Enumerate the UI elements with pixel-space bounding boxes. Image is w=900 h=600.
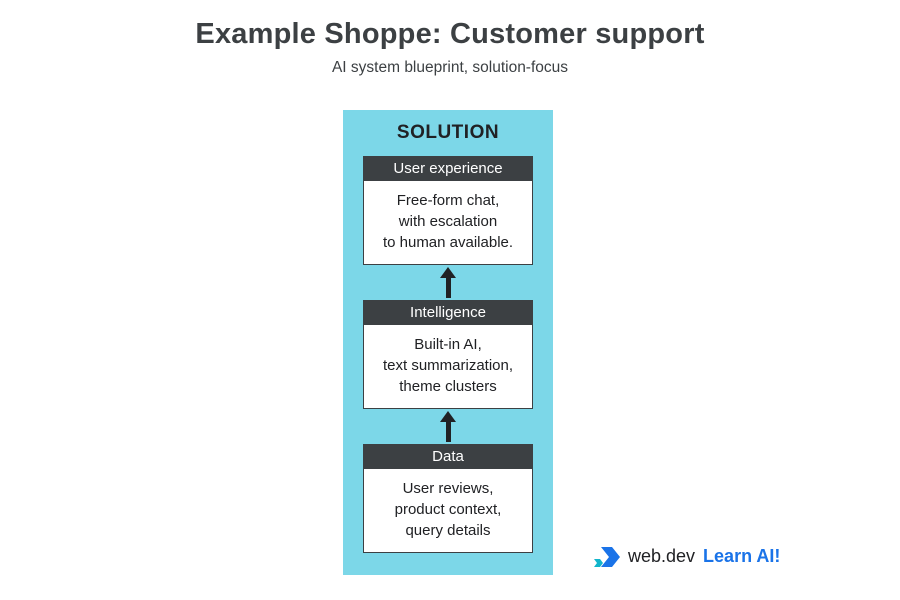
flow-arrow-up-icon xyxy=(440,265,456,300)
flow-box-header: Data xyxy=(364,445,532,469)
arrow-stem xyxy=(445,278,451,298)
flow-box-data: Data User reviews, product context, quer… xyxy=(363,444,533,553)
flow-box-body: Free-form chat, with escalation to human… xyxy=(382,192,514,251)
footer-brand: web.dev Learn AI! xyxy=(588,544,787,569)
page-title: Example Shoppe: Customer support xyxy=(195,18,705,50)
flow-box-header: User experience xyxy=(364,157,532,181)
arrow-stem xyxy=(445,422,451,442)
flow-arrow-up-icon xyxy=(440,409,456,444)
flow-box-body: Built-in AI, text summarization, theme c… xyxy=(382,336,514,395)
flow-box-header: Intelligence xyxy=(364,301,532,325)
arrowhead-icon xyxy=(440,411,456,422)
solution-panel-label: SOLUTION xyxy=(396,122,500,143)
webdev-logo-icon xyxy=(594,546,620,567)
brand-name: web.dev xyxy=(628,546,696,566)
brand-cta: Learn AI! xyxy=(703,546,781,566)
flow-box-intelligence: Intelligence Built-in AI, text summariza… xyxy=(363,300,533,409)
flow-box-user-experience: User experience Free-form chat, with esc… xyxy=(363,156,533,265)
arrowhead-icon xyxy=(440,267,456,278)
solution-panel: SOLUTION User experience Free-form chat,… xyxy=(343,110,553,575)
page-subtitle: AI system blueprint, solution-focus xyxy=(331,59,569,76)
flow-box-body: User reviews, product context, query det… xyxy=(394,480,502,539)
